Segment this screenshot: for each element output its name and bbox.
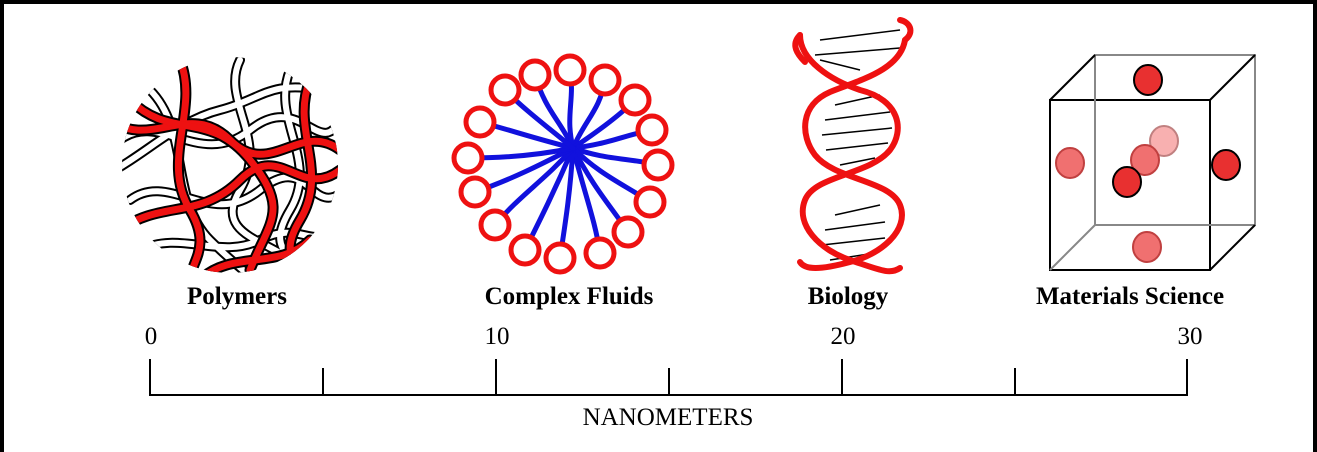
scale-unit-label: NANOMETERS [582,404,754,431]
polymer-tangle-icon [122,57,338,273]
label-polymers: Polymers [187,283,287,310]
label-materials-science: Materials Science [1035,283,1225,310]
tick-label: 10 [484,323,510,350]
dna-helix-icon [792,17,914,275]
label-complex-fluids: Complex Fluids [484,283,654,310]
tick-label: 20 [830,323,856,350]
micelle-icon [451,53,675,275]
tick-label: 0 [144,323,158,350]
crystal-lattice-icon [1049,54,1256,271]
label-biology: Biology [807,283,889,310]
tick-label: 30 [1177,323,1203,350]
scale-ruler [149,359,1188,396]
